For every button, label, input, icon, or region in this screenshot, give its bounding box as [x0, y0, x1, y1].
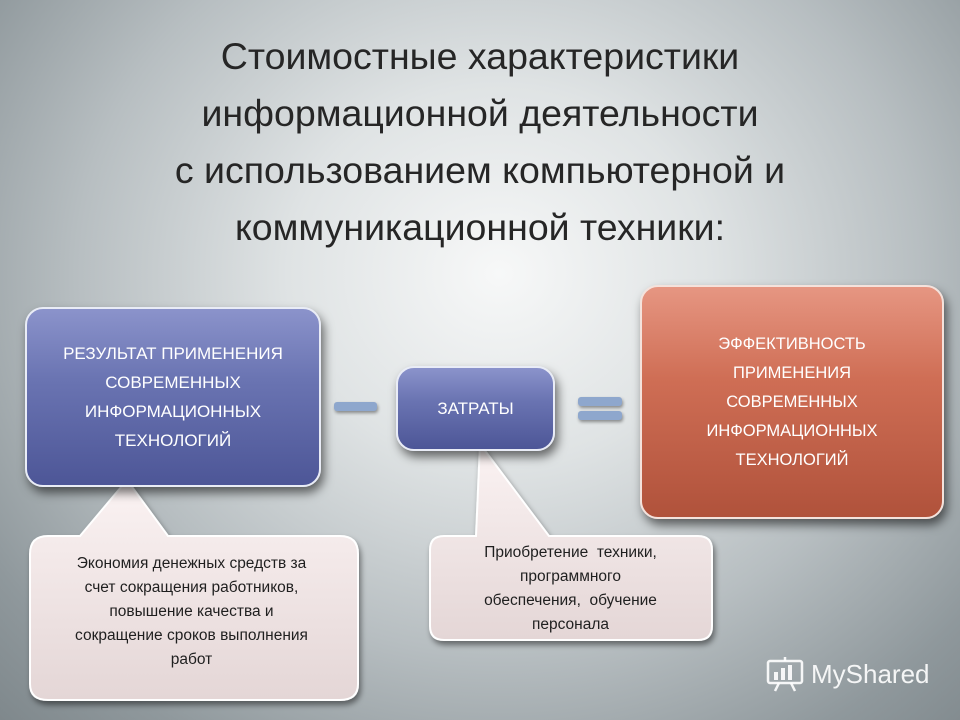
- equals-sign-top-bar: [578, 397, 622, 406]
- result-box-line: СОВРЕМЕННЫХ: [105, 373, 241, 392]
- efficiency-box: ЭФФЕКТИВНОСТЬ ПРИМЕНЕНИЯ СОВРЕМЕННЫХ ИНФ…: [640, 285, 944, 519]
- title-line: информационной деятельности: [201, 92, 759, 134]
- callout-costs-balloon: [429, 441, 713, 641]
- callout-result-text: Экономия денежных средств за счет сокращ…: [30, 548, 353, 676]
- efficiency-box-line: ПРИМЕНЕНИЯ: [732, 363, 852, 382]
- callout-result-line: повышение качества и: [109, 603, 274, 620]
- efficiency-box-line: СОВРЕМЕННЫХ: [726, 392, 858, 411]
- callout-result-line: работ: [170, 651, 213, 668]
- callout-result-line: сокращение сроков выполнения: [75, 627, 308, 644]
- callout-costs-line: обеспечения, обучение: [484, 592, 657, 609]
- callout-costs-line: Приобретение техники,: [484, 544, 657, 561]
- myshared-watermark: MyShared: [766, 654, 930, 694]
- efficiency-box-line: ТЕХНОЛОГИЙ: [735, 450, 849, 469]
- minus-sign: [334, 402, 377, 411]
- callout-result-balloon: [29, 478, 359, 701]
- efficiency-box-line: ИНФОРМАЦИОННЫХ: [706, 421, 878, 440]
- presentation-board-icon: [766, 657, 804, 692]
- equals-sign-bottom-bar: [578, 411, 622, 420]
- result-box-line: ТЕХНОЛОГИЙ: [114, 431, 232, 450]
- result-box-line: РЕЗУЛЬТАТ ПРИМЕНЕНИЯ: [63, 344, 283, 363]
- watermark-text: MyShared: [811, 658, 930, 689]
- callout-costs-line: программного: [520, 568, 621, 585]
- costs-box: ЗАТРАТЫ: [396, 366, 555, 451]
- efficiency-box-line: ЭФФЕКТИВНОСТЬ: [718, 334, 866, 353]
- result-box-line: ИНФОРМАЦИОННЫХ: [84, 402, 262, 421]
- callout-result-line: Экономия денежных средств за: [76, 555, 307, 572]
- title-line: коммуникационной техники:: [234, 206, 726, 248]
- costs-box-label: ЗАТРАТЫ: [437, 399, 514, 418]
- title-line: с использованием компьютерной и: [174, 149, 786, 191]
- callout-result-line: счет сокращения работников,: [84, 579, 299, 596]
- page-title: Стоимостные характеристики информационно…: [60, 28, 900, 256]
- title-line: Стоимостные характеристики: [220, 35, 740, 77]
- callout-costs-text: Приобретение техники, программного обесп…: [432, 540, 709, 638]
- callout-costs-line: персонала: [531, 616, 610, 633]
- result-box: РЕЗУЛЬТАТ ПРИМЕНЕНИЯ СОВРЕМЕННЫХ ИНФОРМА…: [25, 307, 321, 487]
